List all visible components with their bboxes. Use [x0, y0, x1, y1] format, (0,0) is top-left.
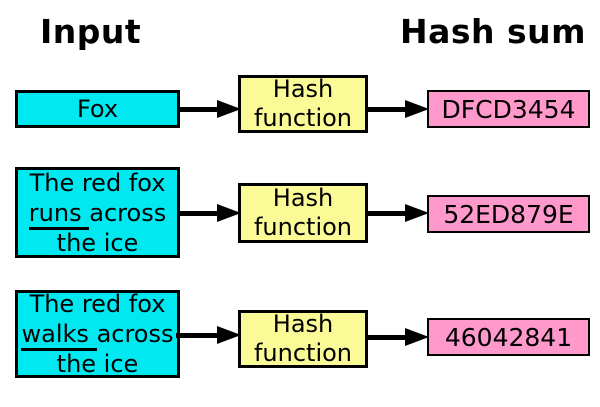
arrow-shaft [366, 334, 407, 340]
hash-function-box-row3: Hash function [238, 310, 368, 368]
hash-sum-value: 52ED879E [443, 199, 574, 229]
input-box-fox: Fox [15, 90, 180, 128]
hash-function-label: Hash function [253, 184, 353, 241]
hash-function-box-row1: Hash function [238, 75, 368, 133]
hash-function-label: Hash function [253, 310, 353, 367]
hash-sum-box-row2: 52ED879E [427, 195, 590, 233]
arrow-head-icon [405, 328, 429, 346]
input-column-heading: Input [40, 12, 142, 51]
arrow-function-to-sum-row2 [366, 204, 429, 222]
arrow-function-to-sum-row1 [366, 100, 429, 118]
arrow-function-to-sum-row3 [366, 328, 429, 346]
arrow-shaft [366, 106, 407, 112]
hash-sum-value: DFCD3454 [441, 94, 576, 124]
input-text: Fox [76, 95, 119, 123]
hash-function-box-row2: Hash function [238, 183, 368, 243]
arrow-input-to-function-row2 [178, 204, 241, 222]
hash-sum-column-heading: Hash sum [400, 12, 587, 51]
input-underlined-word: runs [28, 198, 90, 230]
hash-sum-box-row1: DFCD3454 [427, 90, 590, 128]
arrow-shaft [176, 332, 219, 338]
arrow-shaft [178, 210, 219, 216]
hash-sum-value: 46042841 [444, 322, 573, 352]
hash-sum-box-row3: 46042841 [427, 318, 590, 356]
arrow-head-icon [405, 204, 429, 222]
arrow-shaft [366, 210, 407, 216]
arrow-head-icon [217, 326, 241, 344]
input-line2-rest: across [96, 320, 174, 348]
arrow-input-to-function-row3 [176, 326, 241, 344]
input-line3: the ice [56, 228, 139, 257]
input-line2-rest: across [89, 198, 167, 227]
input-underlined-word: walks [21, 320, 97, 351]
input-line1: The red fox [29, 168, 166, 197]
hash-function-label: Hash function [253, 75, 353, 132]
arrow-head-icon [217, 204, 241, 222]
arrow-head-icon [405, 100, 429, 118]
arrow-head-icon [217, 100, 241, 118]
arrow-shaft [178, 106, 219, 112]
input-line3: the ice [56, 350, 139, 378]
input-line1: The red fox [29, 290, 166, 318]
arrow-input-to-function-row1 [178, 100, 241, 118]
